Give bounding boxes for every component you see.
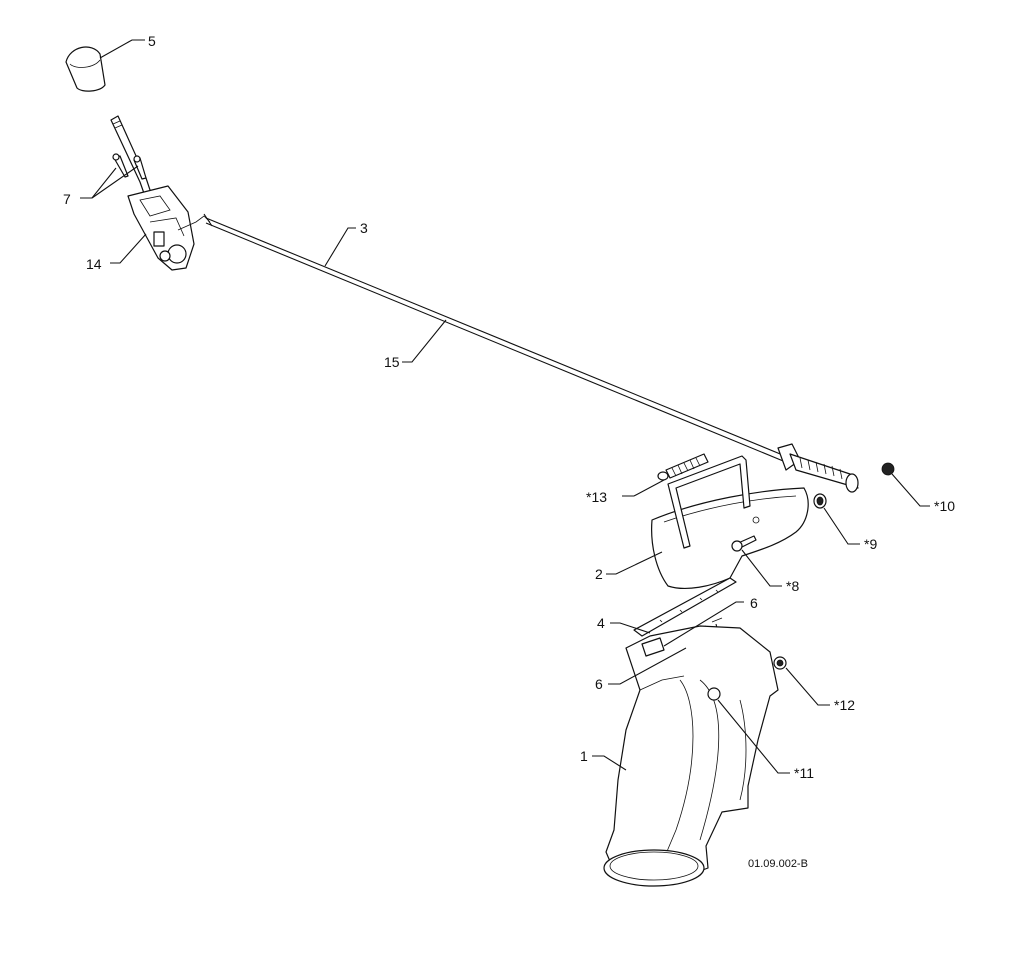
callout-7: 7 [63,191,71,207]
callout-labels: 5 7 14 3 15 *13 *10 *9 2 *8 4 6 6 *12 1 … [63,33,955,870]
callout-14: 14 [86,256,102,272]
part-12-nut [773,656,787,670]
callout-8: *8 [786,578,799,594]
callout-5: 5 [148,33,156,49]
callout-4: 4 [597,615,605,631]
part-3-15-cable [203,213,859,493]
callout-6-bottom: 6 [595,676,603,692]
callout-15: 15 [384,354,400,370]
part-8-bolt [731,535,757,552]
callout-9: *9 [864,536,877,552]
drawing-code: 01.09.002-B [748,858,808,870]
callout-10: *10 [934,498,955,514]
callout-11: *11 [794,765,814,781]
callout-1: 1 [580,748,588,764]
part-13-spring [657,453,709,481]
part-1-chute [603,625,779,887]
callout-13: *13 [586,489,607,505]
part-9-washer [813,493,827,509]
part-5-knob [65,46,106,92]
callout-12: *12 [834,697,855,713]
callout-2: 2 [595,566,603,582]
part-10-nut [881,462,895,476]
callout-3: 3 [360,220,368,236]
part-14-shift-lever [110,115,211,271]
callout-6-top: 6 [750,595,758,611]
leader-lines [80,39,930,774]
part-4-plate [633,577,737,637]
part-2-deflector [651,455,809,589]
